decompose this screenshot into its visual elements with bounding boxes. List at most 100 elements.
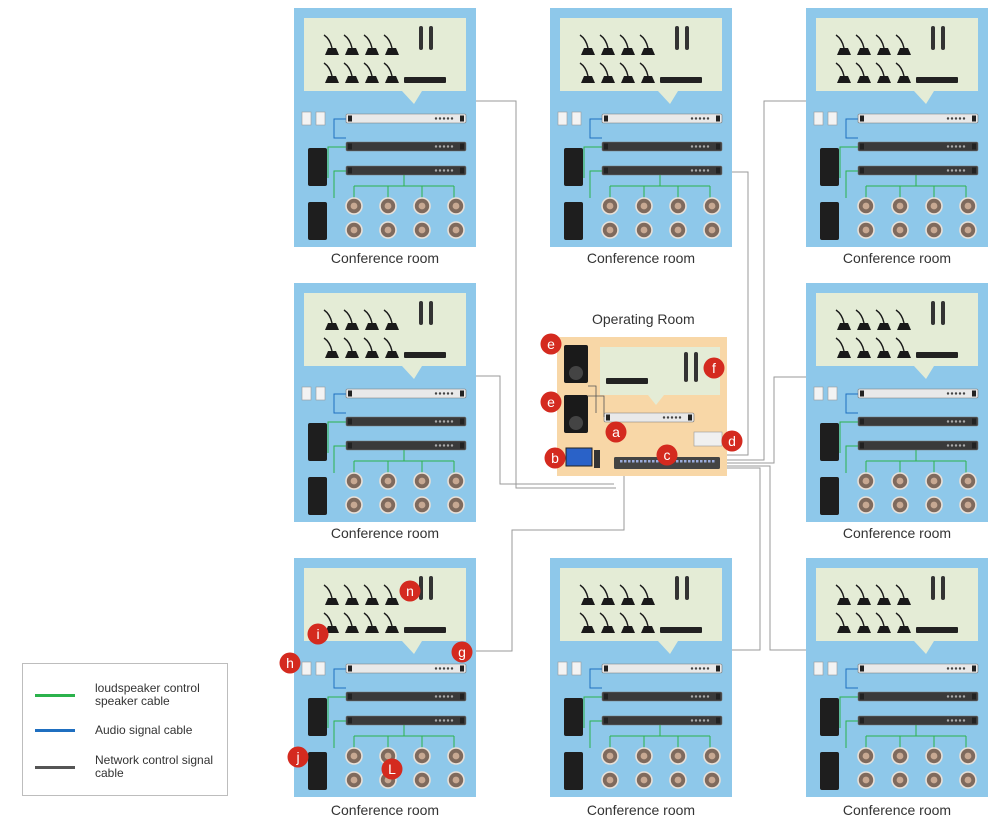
- gooseneck-mic-stem: [875, 34, 885, 49]
- operating-room: [557, 337, 727, 476]
- rack-ear: [348, 665, 352, 672]
- gooseneck-mic-base: [837, 598, 851, 605]
- wall-panel: [301, 386, 312, 401]
- gooseneck-mic-stem: [639, 34, 649, 49]
- ceiling-speaker-cone: [896, 202, 904, 210]
- gooseneck-mic-base: [837, 351, 851, 358]
- rack-knob: [698, 169, 702, 172]
- ceiling-speaker-cone: [350, 501, 358, 509]
- rack-ear: [348, 167, 352, 174]
- rack-knob: [954, 169, 958, 172]
- gooseneck-mic-base: [641, 76, 655, 83]
- rack-knob: [946, 145, 950, 148]
- speaker-cable: [589, 720, 602, 748]
- ceiling-speaker-cone: [862, 477, 870, 485]
- badge-circle: [703, 357, 725, 379]
- switch-port: [628, 460, 631, 463]
- gooseneck-mic-stem: [343, 612, 353, 627]
- gooseneck-mic-stem: [363, 309, 373, 324]
- gooseneck-mic-base: [365, 48, 379, 55]
- gooseneck-mic-base: [857, 76, 871, 83]
- ceiling-speaker-cone: [606, 202, 614, 210]
- rack-knob: [438, 420, 442, 423]
- rack-knob: [962, 392, 966, 395]
- rack-ear: [716, 115, 720, 122]
- rack-ear: [460, 143, 464, 150]
- rack-knob: [442, 444, 446, 447]
- rack-ear: [604, 693, 608, 700]
- gooseneck-mic-base: [857, 351, 871, 358]
- wireless-receiver: [916, 352, 958, 358]
- gooseneck-mic-base: [385, 323, 399, 330]
- rack-ear: [604, 115, 608, 122]
- wall-panel: [813, 386, 824, 401]
- gooseneck-mic-stem: [855, 62, 865, 77]
- rack-knob: [698, 117, 702, 120]
- speaker-cable: [865, 725, 967, 748]
- conference-room: [294, 283, 476, 522]
- ceiling-speaker-cone: [964, 477, 972, 485]
- gooseneck-mic-base: [345, 48, 359, 55]
- ceiling-speaker-cone: [896, 776, 904, 784]
- ceiling-speaker-cone: [708, 202, 716, 210]
- rack-ear: [972, 390, 976, 397]
- rack-knob: [450, 719, 454, 722]
- gooseneck-mic-base: [385, 598, 399, 605]
- wireless-receiver: [404, 627, 446, 633]
- rack-knob: [946, 667, 950, 670]
- rack-knob: [446, 420, 450, 423]
- rack-knob: [450, 169, 454, 172]
- rack-ear: [604, 717, 608, 724]
- badge-circle: [307, 623, 329, 645]
- badge-circle: [540, 333, 562, 355]
- rack-knob: [706, 667, 710, 670]
- gooseneck-mic-base: [325, 626, 339, 633]
- speaker-cable: [583, 696, 602, 728]
- handheld-mic: [429, 576, 433, 600]
- room-label: Conference room: [330, 525, 440, 541]
- wall-panel: [315, 661, 326, 676]
- rack-knob: [962, 667, 966, 670]
- rack-ear: [860, 693, 864, 700]
- ceiling-speaker-cone: [964, 226, 972, 234]
- ceiling-speaker-cone: [930, 226, 938, 234]
- speaker-cable: [333, 445, 346, 473]
- equipment-callout: [600, 347, 720, 405]
- rack-knob: [950, 420, 954, 423]
- gooseneck-mic-base: [897, 351, 911, 358]
- rack-knob: [946, 392, 950, 395]
- rack-knob: [446, 169, 450, 172]
- wall-panel: [557, 661, 568, 676]
- switch-port: [644, 460, 647, 463]
- speaker-cable: [327, 696, 346, 728]
- gooseneck-mic-stem: [619, 612, 629, 627]
- speaker-cables: [839, 146, 967, 198]
- badge-letter: j: [295, 749, 299, 765]
- gooseneck-mic-base: [877, 323, 891, 330]
- rack-knob: [706, 145, 710, 148]
- gooseneck-mic-base: [581, 598, 595, 605]
- handheld-mic: [429, 301, 433, 325]
- speaker-cable: [845, 720, 858, 748]
- switch-port: [640, 460, 643, 463]
- rack-knob: [706, 117, 710, 120]
- ceiling-speaker-cone: [384, 477, 392, 485]
- switch-port: [680, 460, 683, 463]
- gooseneck-mic-stem: [875, 584, 885, 599]
- gooseneck-mic-base: [641, 626, 655, 633]
- ceiling-speaker-cone: [350, 226, 358, 234]
- gooseneck-mic-base: [385, 351, 399, 358]
- network-cable: [466, 100, 616, 489]
- gooseneck-mic-stem: [579, 612, 589, 627]
- gooseneck-mic-stem: [875, 612, 885, 627]
- badge-circle: [399, 580, 421, 602]
- conference-room: [806, 283, 988, 522]
- rack-knob: [698, 719, 702, 722]
- loudspeaker: [308, 202, 327, 240]
- room-label: Conference room: [330, 802, 440, 818]
- ceiling-speaker-cone: [708, 776, 716, 784]
- loudspeaker: [820, 698, 839, 736]
- ceiling-speaker-cone: [674, 776, 682, 784]
- legend-item-audio-cable: Audio signal cable: [35, 724, 215, 737]
- rack-ear: [716, 167, 720, 174]
